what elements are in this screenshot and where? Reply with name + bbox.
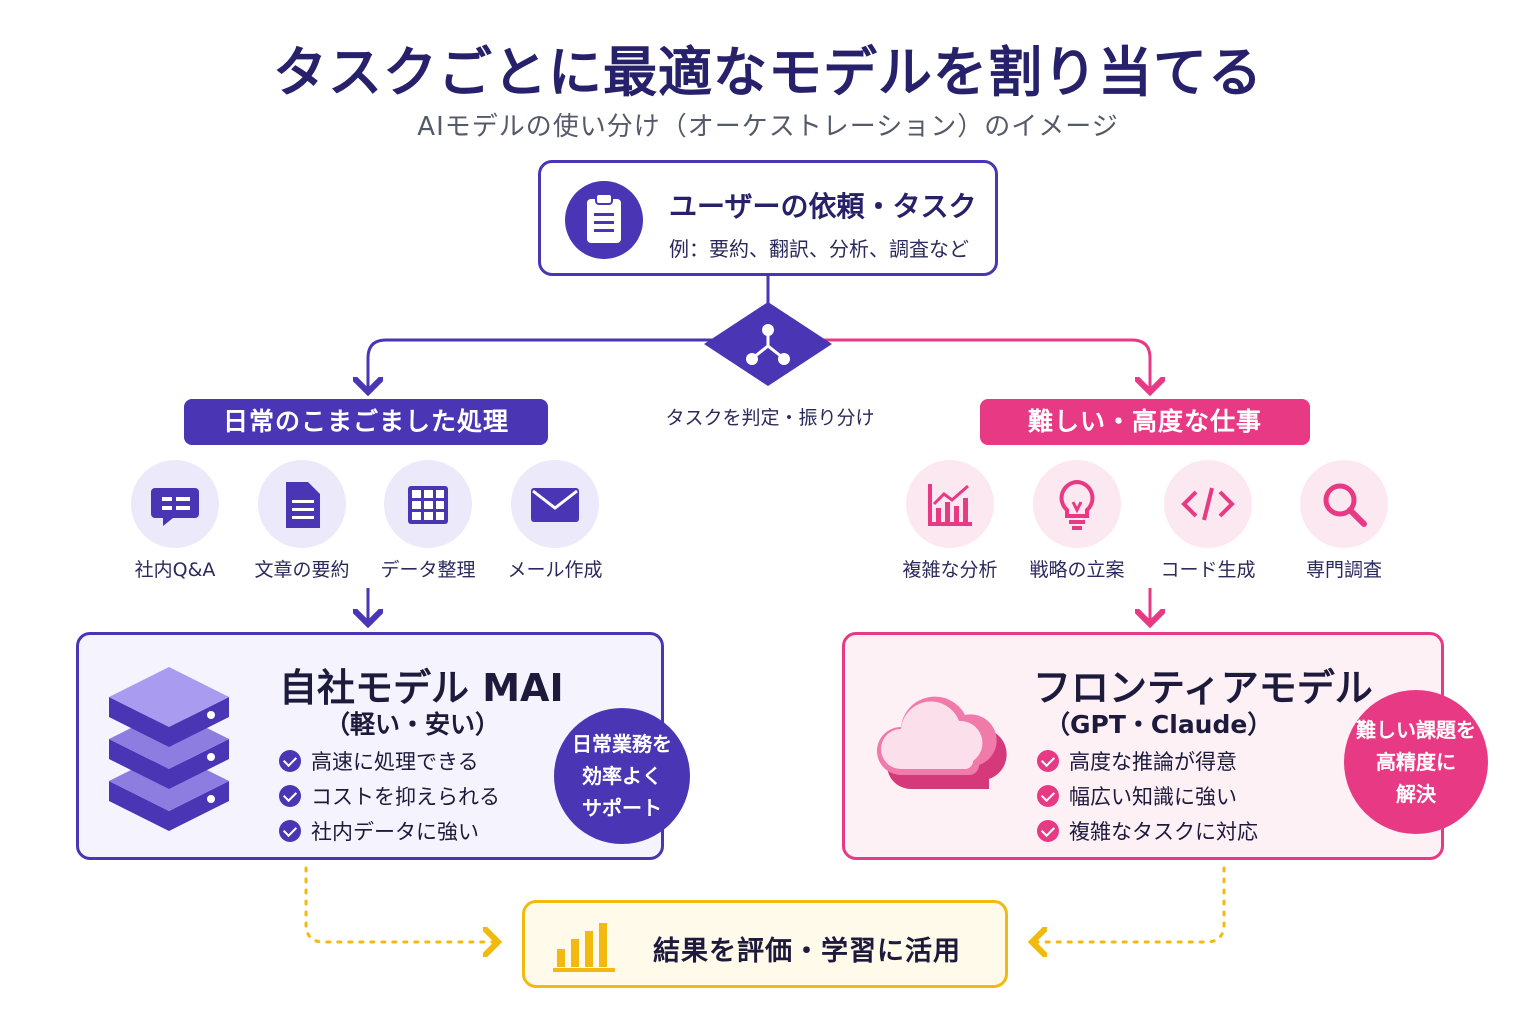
task-title: ユーザーの依頼・タスク: [669, 190, 977, 223]
frontier-badge: 難しい課題を 高精度に 解決: [1344, 690, 1488, 834]
left-branch-label: 日常のこまごました処理: [184, 399, 548, 445]
document-icon: [258, 460, 346, 548]
search-icon: [1300, 460, 1388, 548]
mai-to-result-arrow: [304, 866, 498, 942]
chat-icon: [131, 460, 219, 548]
check-icon: [1037, 820, 1059, 842]
router-to-right-line: [820, 338, 1150, 392]
task-label-code: コード生成: [1160, 559, 1256, 581]
mai-title: 自社モデル MAI: [279, 666, 564, 710]
frontier-model-box: フロンティアモデル （GPT・Claude） 高度な推論が得意 幅広い知識に強い…: [842, 632, 1444, 860]
router-label: タスクを判定・振り分け: [665, 407, 875, 429]
mai-model-box: 自社モデル MAI （軽い・安い） 高速に処理できる コストを抑えられる 社内デ…: [76, 632, 664, 860]
frontier-title: フロンティアモデル: [1033, 666, 1373, 710]
task-label-summary: 文章の要約: [254, 559, 350, 581]
code-icon: [1164, 460, 1252, 548]
frontier-feature: 幅広い知識に強い: [1037, 782, 1237, 812]
task-label-strategy: 戦略の立案: [1029, 559, 1125, 581]
mai-badge: 日常業務を 効率よく サポート: [554, 708, 690, 844]
mai-feature: 社内データに強い: [279, 817, 479, 847]
check-icon: [279, 750, 301, 772]
share-nodes-icon: [704, 302, 832, 386]
check-icon: [279, 785, 301, 807]
frontier-to-result-arrow: [1032, 866, 1226, 942]
server-stack-icon: [105, 661, 235, 835]
router-to-left-line: [368, 338, 716, 392]
right-branch-label: 難しい・高度な仕事: [980, 399, 1310, 445]
page-title: タスクごとに最適なモデルを割り当てる: [273, 41, 1263, 104]
frontier-feature: 高度な推論が得意: [1037, 747, 1237, 777]
task-example: 例：要約、翻訳、分析、調査など: [669, 237, 969, 261]
mai-feature: 高速に処理できる: [279, 747, 479, 777]
mai-feature: コストを抑えられる: [279, 782, 500, 812]
check-icon: [279, 820, 301, 842]
mail-icon: [511, 460, 599, 548]
result-box: 結果を評価・学習に活用: [522, 900, 1008, 988]
task-box: ユーザーの依頼・タスク 例：要約、翻訳、分析、調査など: [538, 160, 998, 276]
task-label-research: 専門調査: [1305, 559, 1382, 581]
cloud-icon: [867, 683, 1013, 797]
chart-icon: [906, 460, 994, 548]
task-label-analysis: 複雑な分析: [902, 559, 998, 581]
clipboard-icon: [565, 181, 643, 259]
task-label-qa: 社内Q&A: [134, 559, 216, 581]
page-subtitle: AIモデルの使い分け（オーケストレーション）のイメージ: [417, 112, 1119, 142]
lightbulb-icon: [1033, 460, 1121, 548]
mai-subtitle: （軽い・安い）: [325, 710, 501, 739]
check-icon: [1037, 750, 1059, 772]
frontier-feature: 複雑なタスクに対応: [1037, 817, 1258, 847]
frontier-subtitle: （GPT・Claude）: [1045, 710, 1273, 739]
task-label-data: データ整理: [380, 559, 476, 581]
task-label-mail: メール作成: [507, 559, 603, 581]
table-icon: [384, 460, 472, 548]
check-icon: [1037, 785, 1059, 807]
bar-chart-icon: [553, 921, 619, 977]
result-label: 結果を評価・学習に活用: [653, 936, 961, 967]
